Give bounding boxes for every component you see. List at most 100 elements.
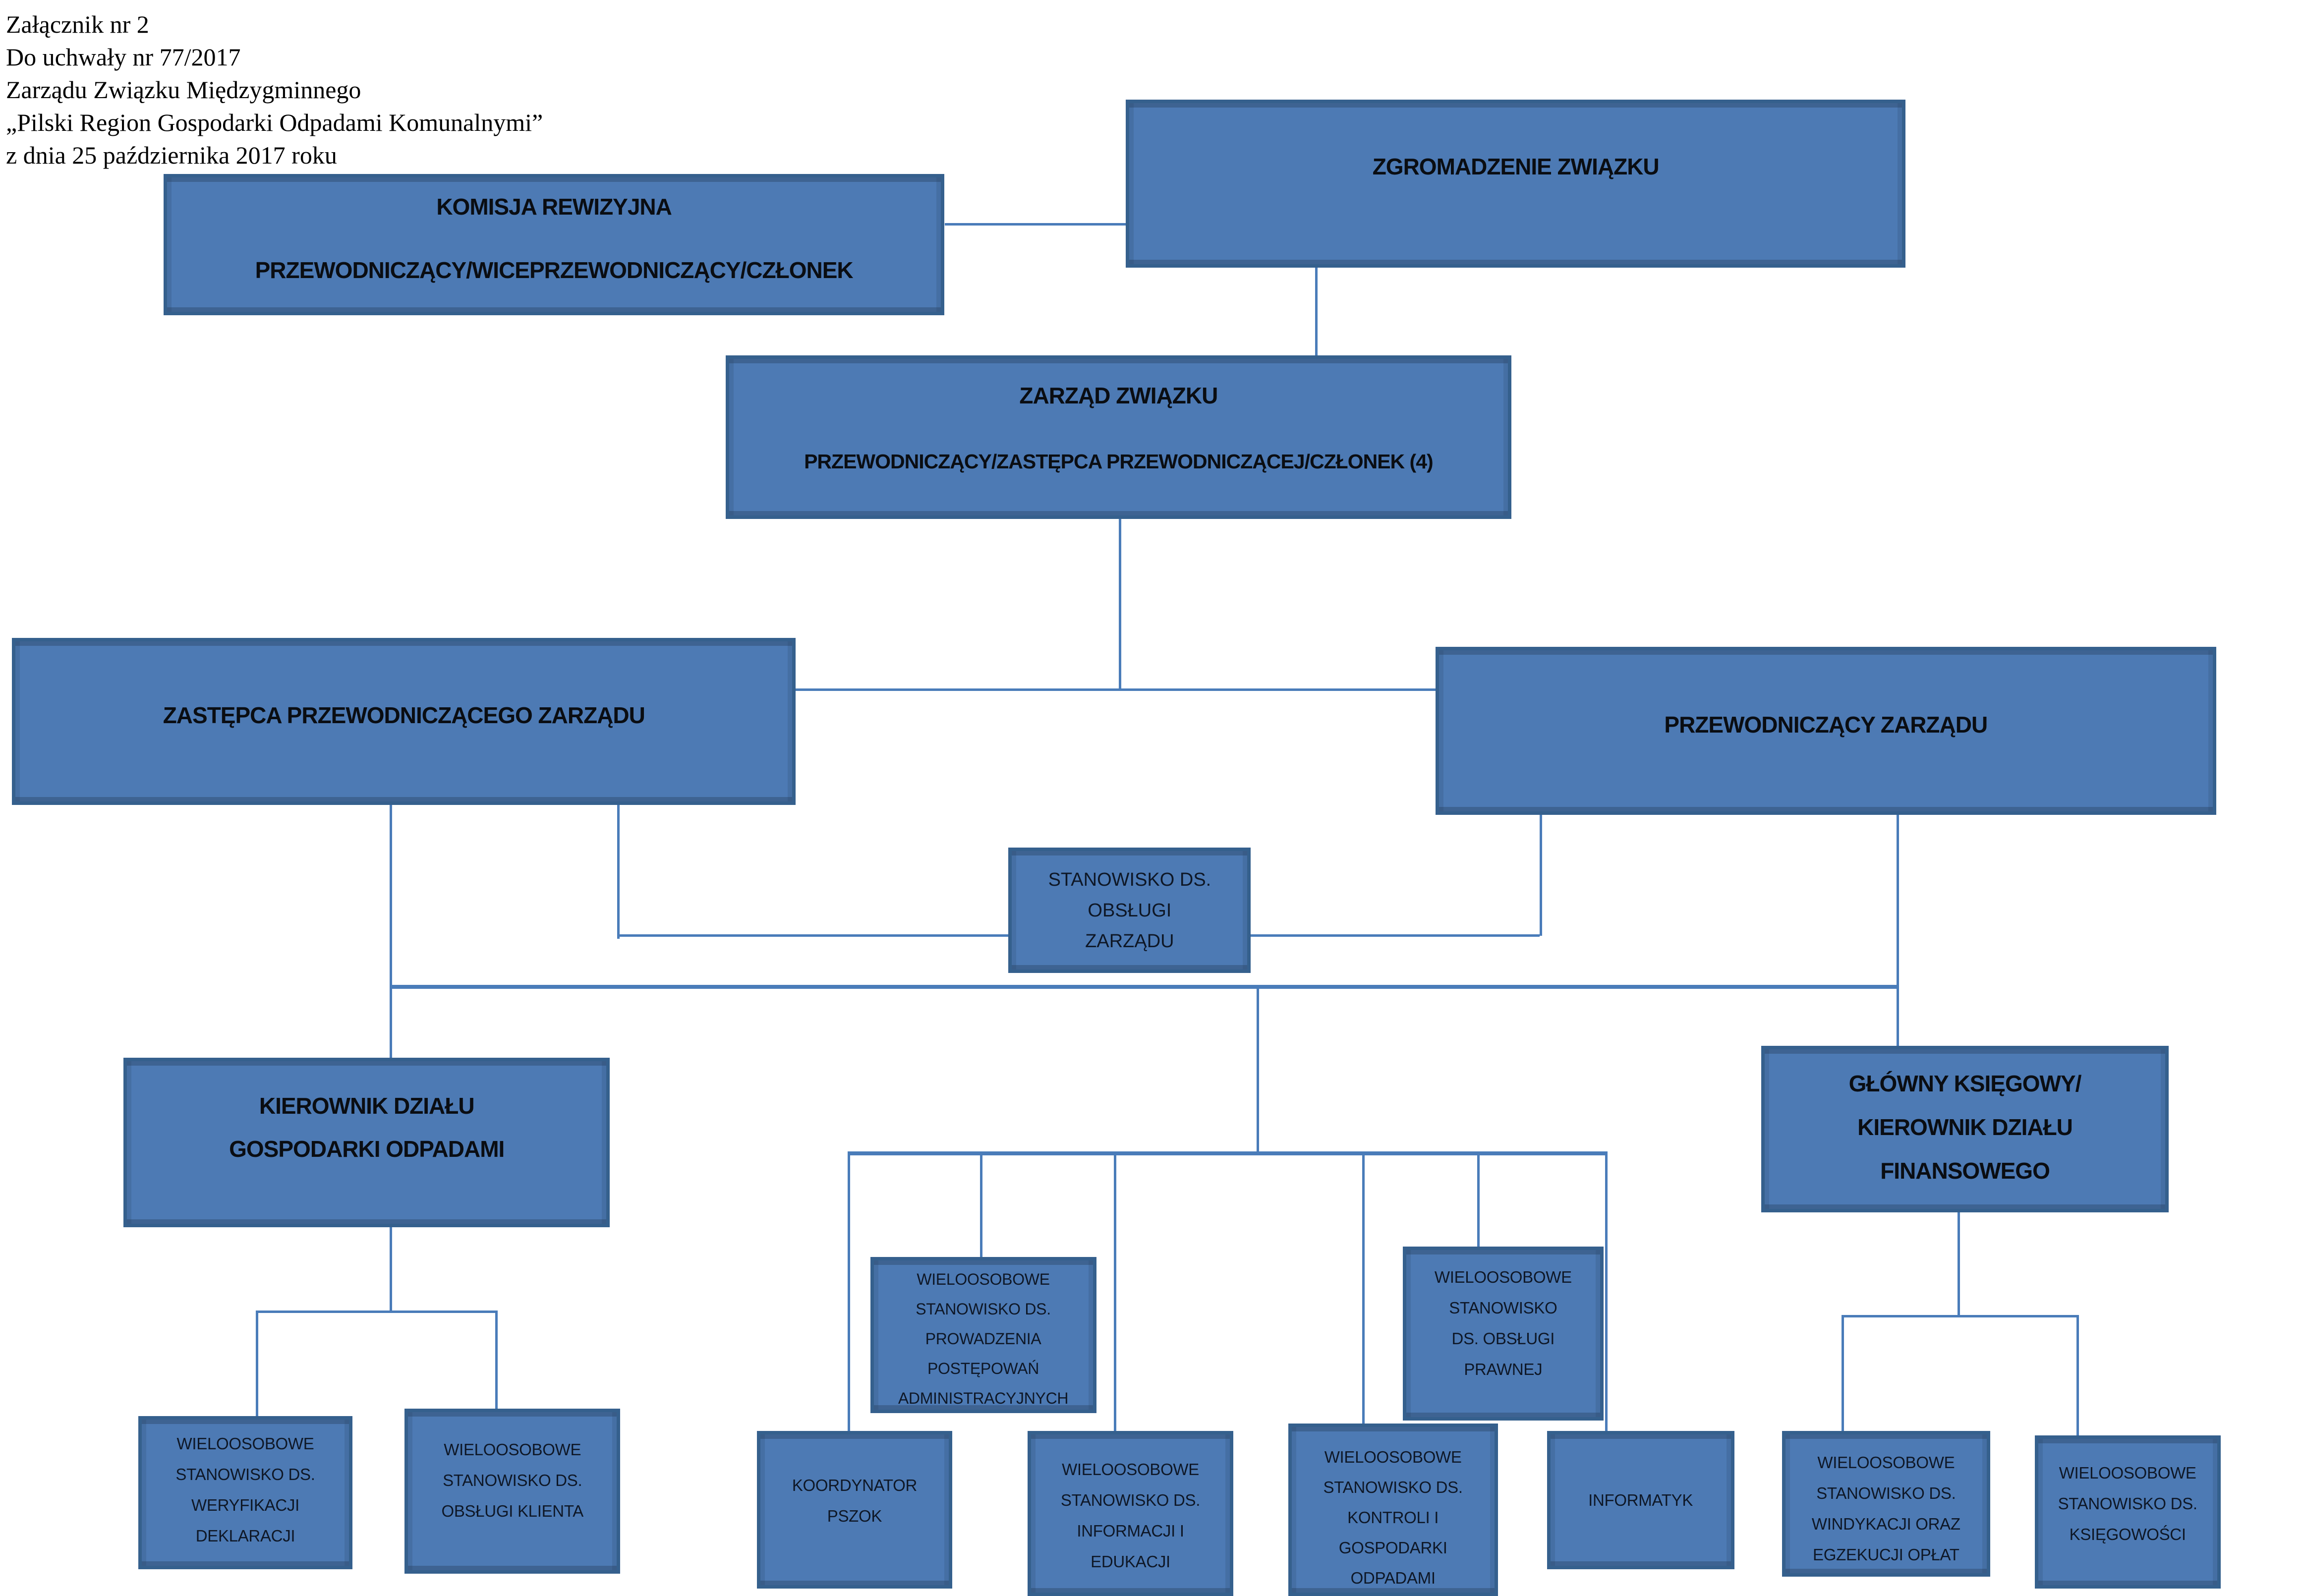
connector-line [848,1151,851,1431]
text-line: WIELOOSOBOWE [176,1434,314,1453]
org-box-stanowisko-obslugi-zarzadu: STANOWISKO DS. OBSŁUGI ZARZĄDU [1008,848,1251,973]
connector-line [617,804,620,939]
connector-line [255,1310,258,1417]
text-line: KIEROWNIK DZIAŁU [259,1092,475,1119]
text-line: OBSŁUGI [1088,900,1172,921]
org-box-zgromadzenie-zwiazku: ZGROMADZENIE ZWIĄZKU [1126,99,1905,268]
connector-line [617,934,1009,937]
org-box-postepowan-administracyjnych: WIELOOSOBOWE STANOWISKO DS. PROWADZENIA POS… [870,1256,1096,1413]
text-line: FINANSOWEGO [1880,1157,2050,1184]
org-box-informacji-edukacji: WIELOOSOBOWE STANOWISKO DS. INFORMACJI I ED… [1028,1431,1233,1596]
text-line: INFORMACJI I [1077,1522,1184,1540]
text-line: EGZEKUCJI OPŁAT [1813,1545,1959,1564]
connector-line [389,804,392,985]
org-box-obslugi-klienta: WIELOOSOBOWE STANOWISKO DS. OBSŁUGI KLIENT… [404,1408,621,1574]
text-line: POSTĘPOWAŃ [927,1359,1039,1377]
org-box-zarzad-zwiazku: ZARZĄD ZWIĄZKU PRZEWODNICZĄCY/ZASTĘPCA PR… [726,355,1511,519]
text-line: Załącznik nr 2 [6,10,149,38]
text-line: WIELOOSOBOWE [1062,1460,1199,1479]
text-line: STANOWISKO DS. [1816,1484,1956,1503]
text-line: PSZOK [827,1507,882,1526]
connector-line [848,1151,1605,1155]
connector-line [389,984,392,1059]
connector-line [1841,1314,2076,1317]
connector-line [980,1151,983,1258]
text-line: STANOWISKO DS. [443,1471,582,1489]
text-line: STANOWISKO DS. [916,1300,1051,1318]
text-line: PRAWNEJ [1464,1360,1543,1378]
connector-line [1605,1151,1608,1431]
org-box-kontroli-gospodarki-odpadami: WIELOOSOBOWE STANOWISKO DS. KONTROLI I GOSP… [1288,1423,1498,1596]
org-box-glowny-ksiegowy: GŁÓWNY KSIĘGOWY/KIEROWNIK DZIAŁU FINANSOW… [1761,1045,2169,1212]
connector-line [1957,1212,1960,1316]
text-line: KOORDYNATOR [792,1476,918,1495]
text-line: WINDYKACJI ORAZ [1811,1515,1960,1534]
text-line: OBSŁUGI KLIENTA [441,1501,583,1520]
text-line: WIELOOSOBOWE [1817,1453,1955,1472]
text-line: DS. OBSŁUGI [1451,1329,1555,1348]
text-line: INFORMATYK [1588,1490,1693,1509]
text-line: STANOWISKO DS. [1323,1478,1463,1496]
org-box-koordynator-pszok: KOORDYNATOR PSZOK [757,1431,952,1589]
connector-line [1118,519,1121,689]
text-line: STANOWISKO DS. [2058,1494,2198,1513]
org-box-przewodniczacy-zarzadu: PRZEWODNICZĄCY ZARZĄDU [1435,647,2216,815]
text-line: KSIĘGOWOŚCI [2069,1525,2186,1544]
connector-line [796,688,1436,691]
text-line: PRZEWODNICZĄCY/WICEPRZEWODNICZĄCY/CZŁONE… [255,257,854,283]
text-line: PRZEWODNICZĄCY ZARZĄDU [1664,711,1988,738]
text-line: Do uchwały nr 77/2017 [6,43,241,71]
connector-line [255,1310,496,1313]
text-line: STANOWISKO DS. [1060,1491,1201,1510]
org-box-ksiegowosci: WIELOOSOBOWE STANOWISKO DS. KSIĘGOWOŚCI [2034,1435,2221,1589]
org-box-obslugi-prawnej: WIELOOSOBOWE STANOWISKO DS. OBSŁUGI PRAWNEJ [1402,1246,1604,1421]
text-line: GŁÓWNY KSIĘGOWY/ [1848,1070,2082,1096]
text-line: STANOWISKO [1449,1298,1557,1317]
text-line: WIELOOSOBOWE [444,1440,581,1459]
text-line: WIELOOSOBOWE [917,1270,1050,1288]
text-line: ZGROMADZENIE ZWIĄZKU [1372,154,1660,180]
text-line: DEKLARACJI [195,1526,295,1545]
text-line: EDUKACJI [1091,1552,1170,1571]
text-line: ZARZĄD ZWIĄZKU [1019,383,1218,409]
connector-line [1539,815,1542,936]
text-line: PROWADZENIA [925,1329,1041,1348]
text-line: KIEROWNIK DZIAŁU [1857,1114,2073,1140]
connector-line [2076,1314,2079,1436]
org-box-komisja-rewizyjna: KOMISJA REWIZYJNA PRZEWODNICZĄCY/WICEPRZE… [164,173,945,315]
text-line: KOMISJA REWIZYJNA [436,193,672,220]
connector-line [1315,267,1318,356]
text-line: Zarządu Związku Międzygminnego [6,76,361,104]
text-line: ODPADAMI [1350,1568,1436,1587]
org-box-informatyk: INFORMATYK [1547,1431,1734,1570]
text-line: ZARZĄDU [1085,930,1174,952]
org-box-kierownik-dzialu-gospodarki: KIEROWNIK DZIAŁU GOSPODARKI ODPADAMI [123,1057,610,1227]
text-line: z dnia 25 października 2017 roku [6,141,337,169]
connector-line [1251,934,1540,937]
org-box-zastepca-przewodniczacego: ZASTĘPCA PRZEWODNICZĄCEGO ZARZĄDU [12,638,796,805]
text-line: GOSPODARKI [1338,1538,1447,1557]
text-line: KONTROLI I [1347,1508,1439,1527]
text-line: „Pilski Region Gospodarki Odpadami Komun… [6,109,543,136]
text-line: STANOWISKO DS. [1048,869,1211,890]
connector-line [495,1310,498,1410]
text-line: GOSPODARKI ODPADAMI [229,1136,505,1162]
connector-line [1896,815,1899,1046]
text-line: ADMINISTRACYJNYCH [898,1389,1069,1407]
connector-line [1477,1151,1480,1247]
text-line: ZASTĘPCA PRZEWODNICZĄCEGO ZARZĄDU [163,702,645,729]
org-box-windykacji-egzekucji: WIELOOSOBOWE STANOWISKO DS. WINDYKACJI ORA… [1782,1431,1990,1577]
text-line: WIELOOSOBOWE [2059,1464,2196,1482]
connector-line [944,223,1126,226]
connector-line [1841,1314,1844,1431]
connector-line [1362,1151,1365,1425]
connector-line [389,1227,392,1312]
text-line: WIELOOSOBOWE [1434,1267,1572,1286]
text-line: WIELOOSOBOWE [1324,1447,1462,1466]
text-line: PRZEWODNICZĄCY/ZASTĘPCA PRZEWODNICZĄCEJ/… [804,450,1434,473]
connector-line [1114,1151,1117,1431]
text-line: WERYFIKACJI [191,1495,299,1514]
